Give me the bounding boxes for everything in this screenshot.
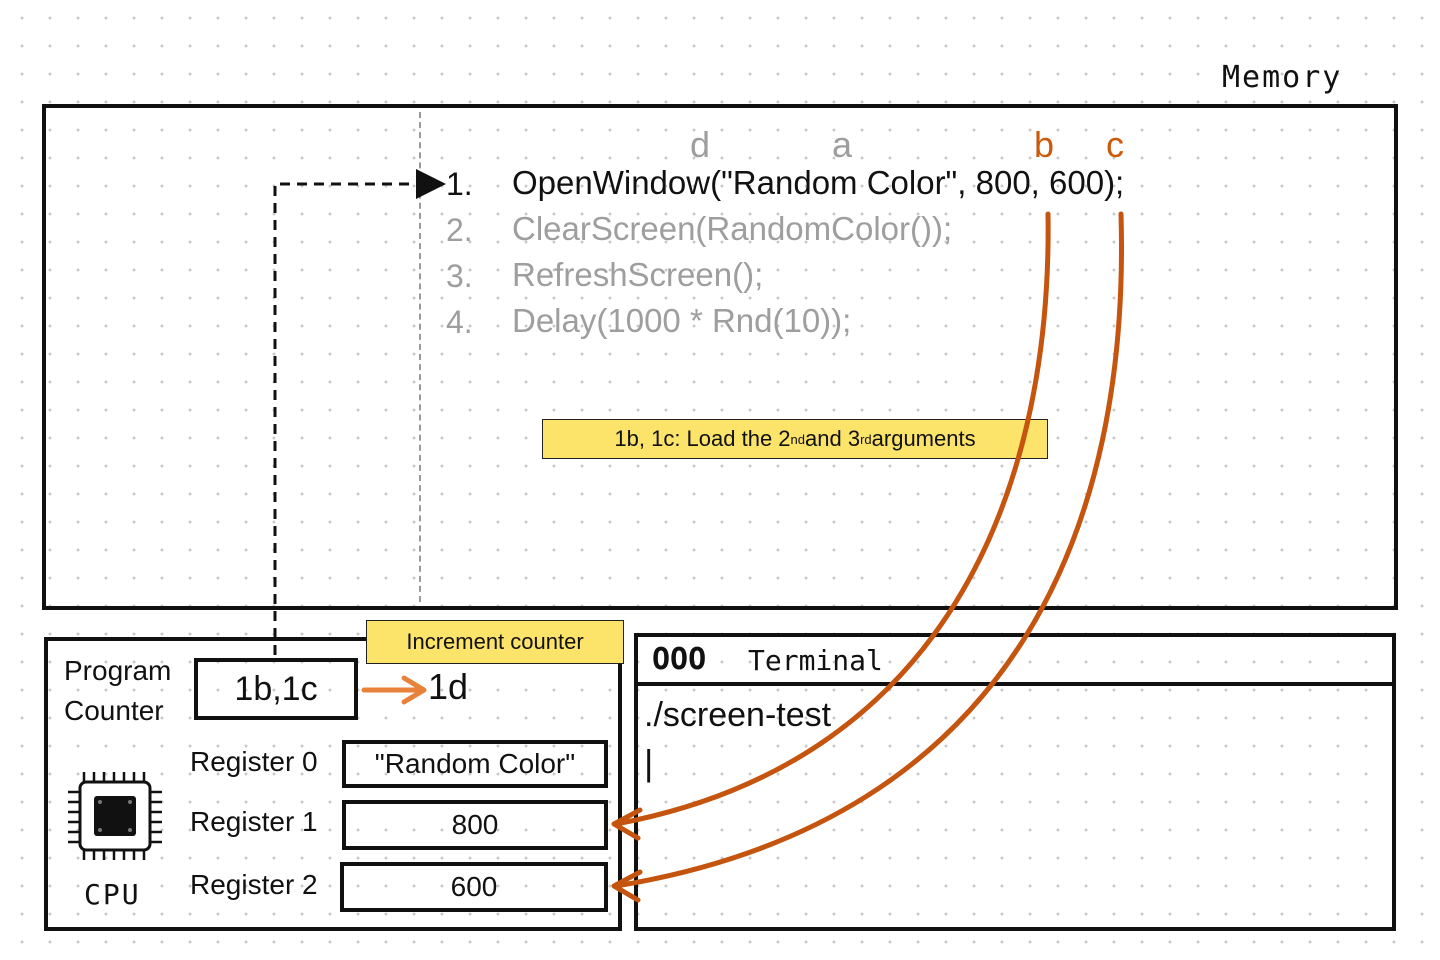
register-0-value: "Random Color" [342,740,608,788]
increment-counter-note: Increment counter [366,620,624,664]
note-text-suffix: arguments [871,426,976,451]
program-counter-label-line2: Counter [64,695,164,726]
register-1-label: Register 1 [190,806,318,837]
line-number-2: 2. [446,212,473,248]
cpu-chip-icon [68,772,162,860]
column-letter-b: b [1034,124,1055,165]
program-counter-label: Program Counter [64,651,171,731]
cpu-label: CPU [84,878,141,911]
program-counter-label-line1: Program [64,655,172,686]
terminal-title: Terminal [748,644,883,677]
note-text-mid: and 3 [805,426,861,451]
note-text-prefix: 1b, 1c: Load the 2 [614,426,791,451]
code-line-1: OpenWindow("Random Color", 800, 600); [512,164,1125,201]
note-sup-rd: rd [860,431,872,447]
register-0-label: Register 0 [190,746,318,777]
line-number-divider [419,112,421,602]
line-number-1: 1. [446,166,473,202]
note-sup-nd: nd [790,431,806,447]
terminal-titlebar-divider [636,682,1394,686]
program-counter-value: 1b,1c [194,658,358,720]
column-letter-a: a [832,124,853,165]
terminal-window-dots: OOO [652,642,707,677]
line-number-4: 4. [446,304,473,340]
code-line-4: Delay(1000 * Rnd(10)); [512,302,852,339]
terminal-window [634,633,1396,931]
register-1-value: 800 [342,800,608,850]
terminal-command: ./screen-test [644,696,832,734]
register-2-value: 600 [340,862,608,912]
column-letter-c: c [1106,124,1124,165]
memory-label: Memory [1222,60,1343,95]
program-counter-next: 1d [428,666,469,707]
code-line-3: RefreshScreen(); [512,256,764,293]
code-line-2: ClearScreen(RandomColor()); [512,210,953,247]
column-letter-d: d [690,124,711,165]
line-number-3: 3. [446,258,473,294]
terminal-cursor[interactable]: | [644,742,654,783]
register-2-label: Register 2 [190,869,318,900]
